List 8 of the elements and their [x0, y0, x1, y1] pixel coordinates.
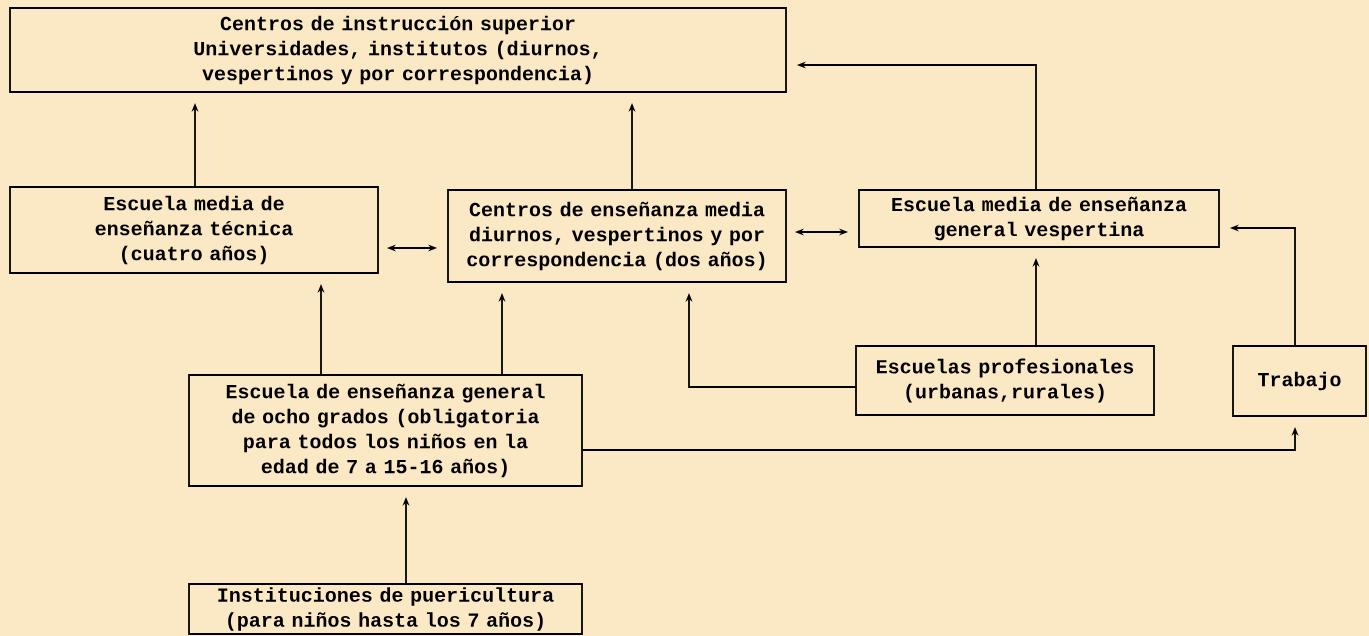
process-box: Centros de enseñanza media diurnos, vespertinos y por correspondencia (dos años) — [447, 189, 787, 283]
process-box: Centros de instrucción superior Universidades, institutos (diurnos, vespertinos y por correspondencia) — [9, 7, 787, 93]
process-box: Instituciones de puericultura (para niños hasta los 7 años) — [188, 583, 583, 635]
process-box: Escuelas profesionales (urbanas,rurales) — [855, 345, 1155, 416]
process-box: Escuela de enseñanza general de ocho grados (obligatoria para todos los niños en la edad de 7 a 15-16 años) — [188, 374, 583, 487]
process-box: Escuela media de enseñanza general vespertina — [858, 189, 1220, 248]
process-box: Trabajo — [1232, 345, 1367, 417]
process-box: Escuela media de enseñanza técnica (cuatro años) — [9, 186, 379, 274]
